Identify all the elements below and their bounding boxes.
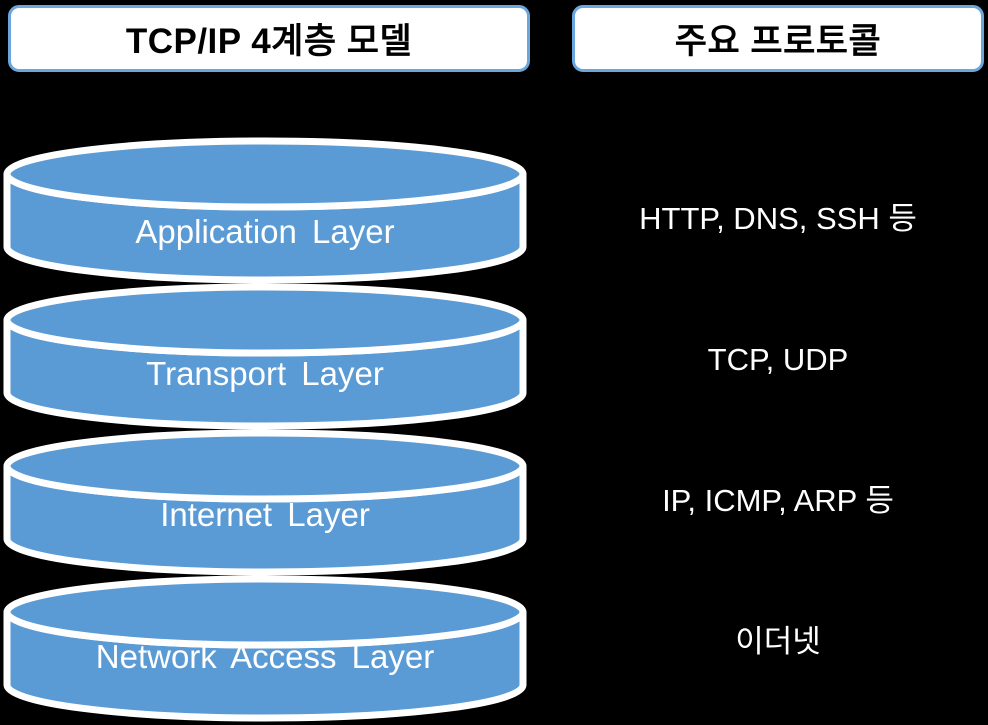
cylinder-transport-layer [3,283,527,430]
cylinder-internet-layer [3,429,527,576]
cylinder-application-layer [3,137,527,284]
header-protocols-title: 주요 프로토콜 [572,5,984,72]
header-model-title: TCP/IP 4계층 모델 [8,5,530,72]
protocols-application: HTTP, DNS, SSH 등 [639,201,917,236]
cylinder-network-access-layer [3,575,527,722]
protocols-transport: TCP, UDP [707,342,849,377]
layer-label-network-access: Network Access Layer [95,638,435,675]
layer-label-internet: Internet Layer [160,496,370,533]
protocols-network-access: 이더넷 [735,624,821,659]
layer-label-application: Application Layer [135,213,395,250]
protocols-internet: IP, ICMP, ARP 등 [662,483,894,518]
layer-label-transport: Transport Layer [146,355,384,392]
